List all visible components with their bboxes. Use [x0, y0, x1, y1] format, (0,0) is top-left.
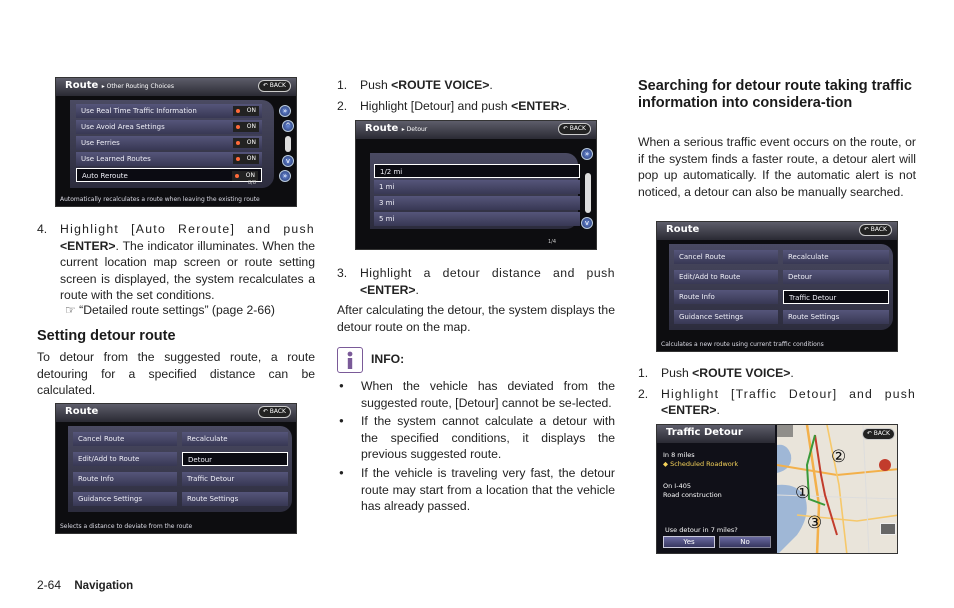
menu-item[interactable]: Detour — [783, 270, 889, 284]
step-4: 4. Highlight [Auto Reroute] and push <EN… — [37, 222, 315, 303]
page-number: 2-64 — [37, 578, 62, 592]
page-up-icon[interactable]: ^ — [282, 120, 294, 132]
menu-item[interactable]: Recalculate — [182, 432, 288, 446]
location-text: On I-405 — [663, 482, 691, 490]
screen-title-bar: Route ▸ Other Routing Choices ↶ BACK — [56, 78, 296, 96]
screen-title: Route — [666, 224, 700, 235]
screenshot-detour-distance: Route ▸ Detour ↶ BACK 1/2 mi 1 mi 3 mi 5… — [355, 120, 597, 250]
section-heading: Setting detour route — [37, 328, 176, 344]
screen-title-bar: Traffic Detour — [657, 425, 775, 443]
screen-title-bar: Route ↶ BACK — [657, 222, 897, 240]
menu-item[interactable]: Cancel Route — [73, 432, 177, 446]
info-icon — [337, 347, 363, 373]
screen-footer: Selects a distance to deviate from the r… — [60, 523, 193, 530]
section-name: Navigation — [74, 580, 134, 592]
cause-text: Road construction — [663, 490, 722, 499]
callout-3: ③ — [807, 513, 823, 533]
traffic-info: In 8 miles ◆ Scheduled Roadwork On I-405… — [663, 451, 738, 499]
step-1: 1.Push <ROUTE VOICE>. — [638, 366, 794, 380]
screenshot-other-routing-choices: Route ▸ Other Routing Choices ↶ BACK Use… — [55, 77, 297, 207]
screen-footer: Automatically recalculates a route when … — [60, 196, 260, 203]
section-heading: Searching for detour route taking traffi… — [638, 78, 912, 111]
info-bullet: When the vehicle has deviated from the s… — [337, 378, 615, 411]
menu-item[interactable]: Route Info — [73, 472, 177, 486]
scroll-down-icon[interactable]: v — [581, 217, 593, 229]
yes-button[interactable]: Yes — [663, 536, 715, 548]
step-1: 1.Push <ROUTE VOICE>. — [337, 78, 493, 92]
menu-item[interactable]: Route Settings — [182, 492, 288, 506]
screen-footer: Calculates a new route using current tra… — [661, 341, 824, 348]
menu-item-selected[interactable]: Detour — [182, 452, 288, 466]
menu-item-selected[interactable]: 1/2 mi — [374, 164, 580, 178]
page-down-icon[interactable]: v — [282, 155, 294, 167]
screen-title-bar: Route ▸ Detour ↶ BACK — [356, 121, 596, 139]
info-label: INFO: — [371, 352, 405, 366]
scroll-down-icon[interactable]: » — [279, 170, 291, 182]
map-control-icon[interactable] — [880, 523, 896, 535]
menu-item[interactable]: 3 mi — [374, 196, 580, 210]
back-button[interactable]: ↶ BACK — [257, 80, 291, 92]
step-2: 2.Highlight [Detour] and push <ENTER>. — [337, 98, 571, 113]
screen-title: Route ▸ Detour — [365, 123, 428, 134]
page-reference: ☞ “Detailed route settings” (page 2-66) — [65, 303, 275, 317]
screen-title: Route ▸ Other Routing Choices — [65, 80, 174, 91]
traffic-alert-icon — [879, 459, 891, 471]
event-text: ◆ Scheduled Roadwork — [663, 459, 739, 468]
screen-title: Route — [65, 406, 99, 417]
page-counter: 1/4 — [547, 239, 556, 245]
menu-item[interactable]: 1 mi — [374, 180, 580, 194]
map-roads-icon — [776, 425, 897, 553]
screenshot-route-menu: Route ↶ BACK Cancel Route Edit/Add to Ro… — [55, 403, 297, 534]
back-button[interactable]: ↶ BACK — [858, 224, 892, 236]
step-2: 2.Highlight [Traffic Detour] and push <E… — [638, 386, 916, 418]
screenshot-route-traffic-detour: Route ↶ BACK Cancel Route Edit/Add to Ro… — [656, 221, 898, 352]
scroll-up-icon[interactable]: » — [581, 148, 593, 160]
screen-title-bar: Route ↶ BACK — [56, 404, 296, 422]
menu-item[interactable]: Edit/Add to Route — [674, 270, 778, 284]
callout-1: ① — [795, 483, 811, 503]
paragraph: To detour from the suggested route, a ro… — [37, 350, 315, 398]
menu-item[interactable]: Route Info — [674, 290, 778, 304]
page-footer: 2-64 Navigation — [37, 578, 133, 592]
scrollbar[interactable] — [585, 173, 591, 213]
step-3: 3.Highlight a detour distance and push <… — [337, 266, 615, 297]
menu-item[interactable]: Edit/Add to Route — [73, 452, 177, 466]
menu-item[interactable]: Recalculate — [783, 250, 889, 264]
detour-question: Use detour in 7 miles? — [665, 526, 738, 534]
callout-2: ② — [831, 447, 847, 467]
reference-icon: ☞ — [65, 303, 76, 317]
menu-item[interactable]: Guidance Settings — [73, 492, 177, 506]
info-bullet: If the vehicle is traveling very fast, t… — [337, 465, 615, 515]
info-bullet: If the system cannot calculate a detour … — [337, 413, 615, 463]
menu-item[interactable]: 5 mi — [374, 212, 580, 226]
back-button[interactable]: ↶ BACK — [257, 406, 291, 418]
no-button[interactable]: No — [719, 536, 771, 548]
menu-item[interactable]: Cancel Route — [674, 250, 778, 264]
scroll-up-icon[interactable]: » — [279, 105, 291, 117]
screenshot-traffic-detour: Traffic Detour ↶ BACK ② ① ③ In 8 miles ◆… — [656, 424, 898, 554]
menu-item-selected[interactable]: Traffic Detour — [783, 290, 889, 304]
screen-title: Traffic Detour — [666, 427, 743, 438]
map-view[interactable]: ↶ BACK ② ① ③ — [776, 425, 897, 553]
menu-item[interactable]: Guidance Settings — [674, 310, 778, 324]
menu-item[interactable]: Route Settings — [783, 310, 889, 324]
distance-text: In 8 miles — [663, 451, 695, 459]
scrollbar[interactable] — [285, 136, 291, 152]
menu-item[interactable]: Traffic Detour — [182, 472, 288, 486]
back-button[interactable]: ↶ BACK — [557, 123, 591, 135]
paragraph: When a serious traffic event occurs on t… — [638, 135, 916, 199]
page-counter: 8/8 — [247, 180, 256, 186]
back-button[interactable]: ↶ BACK — [861, 428, 895, 440]
paragraph: After calculating the detour, the system… — [337, 303, 615, 334]
